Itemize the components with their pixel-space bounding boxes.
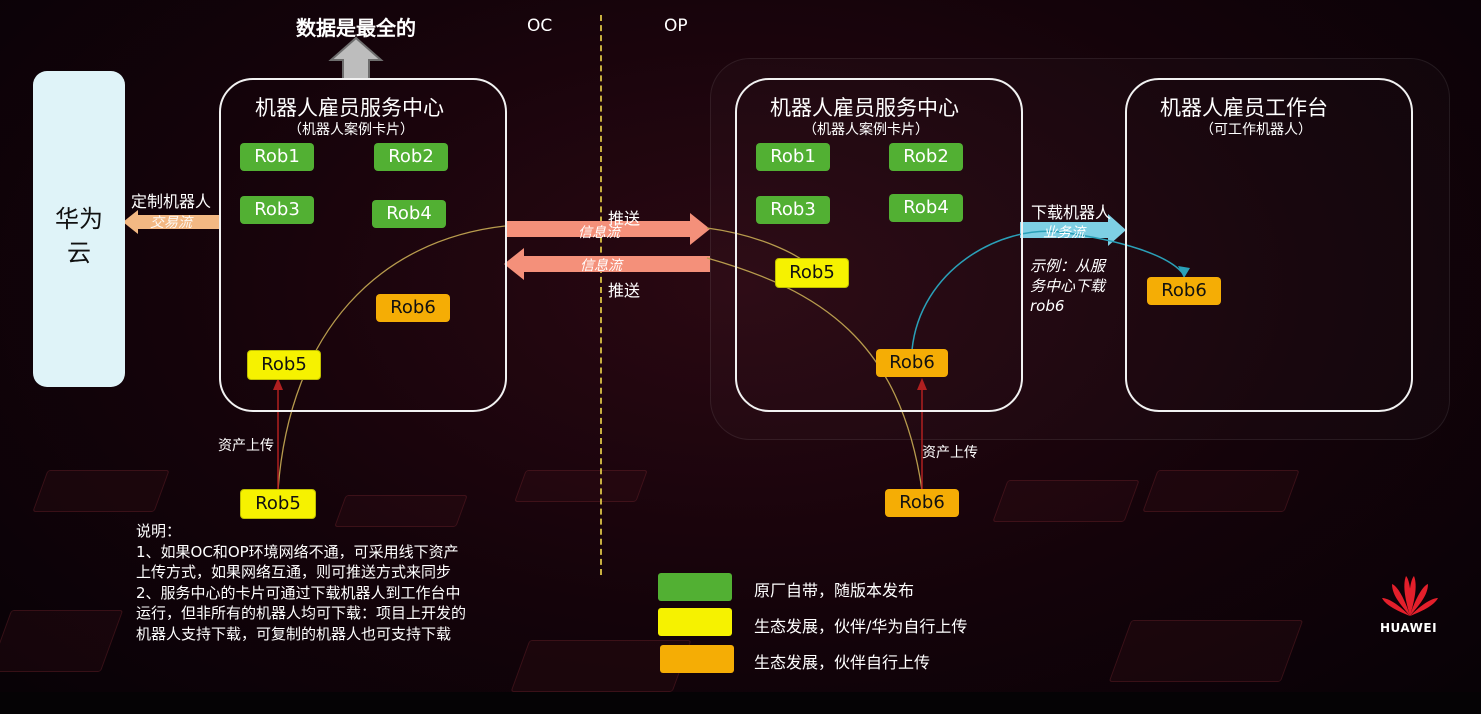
- notes-line-5: 机器人支持下载，可复制的机器人也可支持下载: [136, 624, 452, 643]
- oc-center-title: 机器人雇员服务中心: [255, 96, 444, 120]
- asset-upload-left-head: [273, 378, 283, 390]
- oc-rob4-chip: Rob4: [372, 200, 446, 228]
- oc-service-center: [219, 78, 507, 412]
- legend-swatch-green: [658, 573, 732, 601]
- notes-line-4: 运行，但非所有的机器人均可下载：项目上开发的: [136, 604, 467, 622]
- push-bottom-label: 推送: [608, 281, 641, 300]
- bottom-rob5-chip: Rob5: [240, 489, 316, 519]
- huawei-cloud-line2: 云: [67, 239, 91, 267]
- push-top-label: 推送: [608, 209, 641, 228]
- bottom-rob6-chip: Rob6: [885, 489, 959, 517]
- op-region: [710, 58, 1450, 440]
- op-center-title: 机器人雇员服务中心: [770, 96, 959, 120]
- op-rob5-chip: Rob5: [775, 258, 849, 288]
- oc-op-divider: [600, 15, 602, 575]
- example-line-1: 示例：从服: [1030, 257, 1106, 275]
- top-title: 数据是最全的: [296, 16, 416, 40]
- legend-label-orange: 生态发展，伙伴自行上传: [754, 653, 931, 672]
- sync-curve-left: [277, 225, 506, 491]
- example-line-3: rob6: [1030, 297, 1065, 315]
- workbench-subtitle: （可工作机器人）: [1200, 122, 1312, 138]
- op-rob1-chip: Rob1: [756, 143, 830, 171]
- oc-center-subtitle: （机器人案例卡片）: [288, 122, 414, 138]
- info-flow-bottom-label: 信息流: [580, 258, 622, 274]
- up-arrow: [328, 36, 384, 80]
- notes-line-2: 上传方式，如果网络互通，则可推送方式来同步: [136, 563, 452, 581]
- oc-rob2-chip: Rob2: [374, 143, 448, 171]
- bottom-bar: [0, 692, 1481, 714]
- legend-label-yellow: 生态发展，伙伴/华为自行上传: [754, 617, 968, 636]
- notes-heading: 说明：: [136, 522, 182, 540]
- asset-upload-right-head: [917, 378, 927, 390]
- oc-label: OC: [527, 16, 553, 36]
- trade-flow-label: 交易流: [150, 215, 192, 231]
- workbench-panel: [1125, 78, 1413, 412]
- workbench-title: 机器人雇员工作台: [1160, 96, 1328, 120]
- op-rob4-chip: Rob4: [889, 194, 963, 222]
- op-center-subtitle: （机器人案例卡片）: [803, 122, 929, 138]
- oc-rob3-chip: Rob3: [240, 196, 314, 224]
- huawei-brand: HUAWEI: [1380, 621, 1438, 635]
- download-robot-label: 下载机器人: [1031, 203, 1112, 222]
- workbench-rob6-chip: Rob6: [1147, 277, 1221, 305]
- custom-robot-label: 定制机器人: [131, 192, 212, 211]
- asset-upload-left-label: 资产上传: [218, 438, 274, 454]
- legend-swatch-orange: [660, 645, 734, 673]
- business-flow-label: 业务流: [1043, 225, 1085, 241]
- legend-swatch-yellow: [658, 608, 732, 636]
- notes-line-3: 2、服务中心的卡片可通过下载机器人到工作台中: [136, 583, 461, 602]
- legend-label-green: 原厂自带，随版本发布: [754, 581, 915, 600]
- oc-rob1-chip: Rob1: [240, 143, 314, 171]
- example-line-2: 务中心下载: [1030, 277, 1106, 295]
- op-rob6-chip: Rob6: [876, 349, 948, 377]
- op-rob3-chip: Rob3: [756, 196, 830, 224]
- op-rob2-chip: Rob2: [889, 143, 963, 171]
- push-right-arrow: [506, 213, 710, 245]
- info-flow-top-label: 信息流: [578, 225, 620, 241]
- notes-block: 说明： 1、如果OC和OP环境网络不通，可采用线下资产 上传方式，如果网络互通，…: [136, 521, 466, 644]
- oc-rob6-chip: Rob6: [376, 294, 450, 322]
- huawei-cloud-line1: 华为: [55, 205, 103, 233]
- notes-line-1: 1、如果OC和OP环境网络不通，可采用线下资产: [136, 542, 459, 561]
- sync-curve-right: [706, 257, 923, 491]
- push-left-arrow: [504, 248, 710, 280]
- huawei-cloud-panel: 华为 云: [33, 71, 125, 387]
- download-curve-head: [1178, 266, 1190, 278]
- op-label: OP: [664, 16, 688, 36]
- oc-rob5-chip: Rob5: [247, 350, 321, 380]
- huawei-logo-icon: [1382, 576, 1438, 616]
- download-curve: [911, 230, 1185, 351]
- op-service-center: [735, 78, 1023, 412]
- asset-upload-right-label: 资产上传: [922, 445, 978, 461]
- trade-flow-arrow: [123, 210, 220, 234]
- example-text: 示例：从服 务中心下载 rob6: [1030, 256, 1105, 316]
